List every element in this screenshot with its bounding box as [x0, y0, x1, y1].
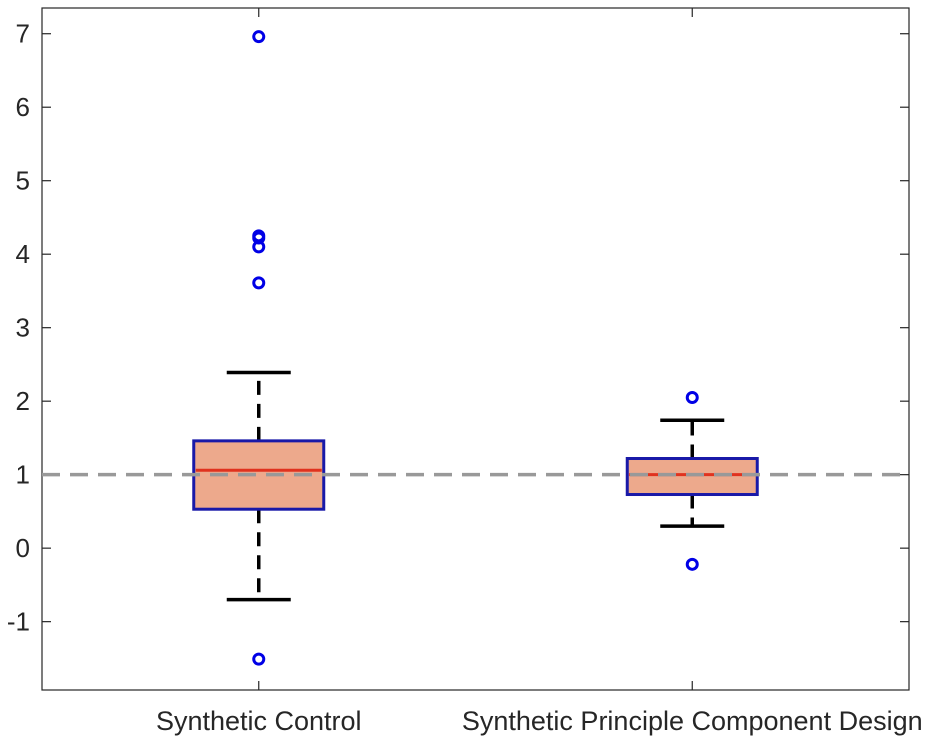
- outlier-point: [252, 30, 266, 44]
- x-axis-ticks: Synthetic Control Synthetic Principle Com…: [156, 8, 923, 736]
- outlier-point: [252, 276, 266, 290]
- y-tick-label: -1: [7, 607, 30, 637]
- y-tick-label: 6: [16, 92, 30, 122]
- category-label: Synthetic Principle Component Design: [462, 706, 923, 736]
- outlier-point: [685, 557, 699, 571]
- y-tick-label: 0: [16, 533, 30, 563]
- y-tick-label: 2: [16, 386, 30, 416]
- category-label: Synthetic Control: [156, 706, 362, 736]
- y-tick-label: 1: [16, 460, 30, 490]
- y-tick-label: 3: [16, 313, 30, 343]
- outlier-point: [685, 391, 699, 405]
- plot-area-frame: [41, 7, 910, 691]
- y-tick-label: 7: [16, 19, 30, 49]
- box-2: [625, 391, 759, 571]
- outlier-point: [252, 652, 266, 666]
- y-tick-label: 5: [16, 166, 30, 196]
- y-tick-label: 4: [16, 239, 30, 269]
- outlier-point: [252, 240, 266, 254]
- iqr-box: [625, 457, 759, 497]
